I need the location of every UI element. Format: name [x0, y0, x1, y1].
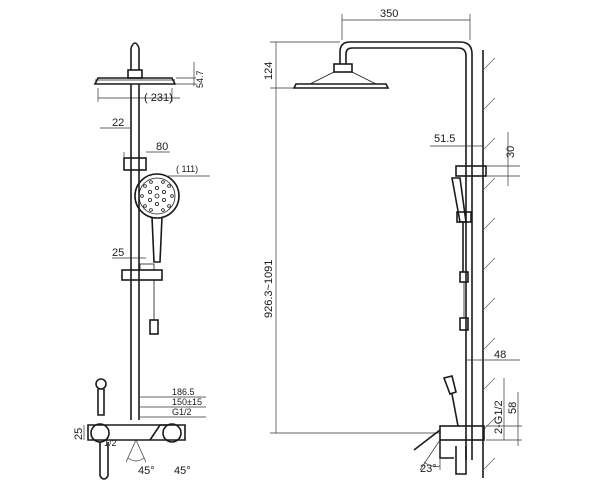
dim-g12-label: G1/2 — [172, 407, 192, 417]
top-pipe-cap — [130, 42, 140, 49]
dim-12-label: 1/2 — [104, 438, 117, 448]
hose-nut — [149, 319, 159, 335]
overhead-arm-inner — [345, 47, 467, 460]
dim-2g12-label: 2-G1/2 — [493, 400, 505, 434]
slide-holder-knob — [139, 263, 155, 271]
angle-45-right-label: 45° — [174, 465, 191, 477]
wall-hatching — [482, 57, 496, 471]
dim-22-label: 22 — [112, 117, 124, 129]
head-connector — [127, 69, 143, 79]
overhead-arm-outer — [339, 41, 473, 460]
side-wall-bracket — [455, 165, 487, 177]
dim-25-top-label: 25 — [112, 247, 124, 259]
lower-hose-end — [99, 475, 109, 480]
side-mixer-body — [439, 425, 485, 441]
hand-shower-bracket — [123, 157, 147, 171]
hand-shower-face — [138, 177, 176, 215]
side-view: 350 124 926.3~1091 51.5 30 — [263, 8, 522, 478]
dim-48-label: 48 — [494, 349, 506, 361]
side-hose-nut-lower — [459, 317, 469, 331]
side-head-connector — [333, 63, 353, 73]
dim-25-bottom-label: 25 — [73, 428, 85, 440]
front-view: 54.7 ( 231) 22 80 ( 11 — [73, 42, 210, 480]
dim-186-5-label: 186.5 — [172, 387, 195, 397]
hand-shower-head — [134, 173, 180, 219]
mixer-body — [87, 424, 186, 441]
angle-45-arc — [127, 457, 145, 462]
dim-350-label: 350 — [380, 8, 398, 20]
side-holder-clip — [456, 211, 472, 223]
bidet-spray-handle — [97, 389, 105, 416]
angle-45-left-ray — [125, 439, 137, 463]
angle-23-label: 23° — [420, 463, 437, 475]
side-hand-shower — [451, 177, 467, 223]
mixer-handle — [149, 424, 170, 441]
angle-23-arc — [423, 461, 441, 467]
side-bidet-spray — [442, 375, 457, 396]
side-spout — [439, 440, 454, 459]
hand-shower-nozzles — [140, 180, 174, 212]
dim-54-7-label: 54.7 — [195, 70, 205, 88]
angle-45-left-label: 45° — [138, 465, 155, 477]
side-mixer-lever — [413, 429, 441, 451]
side-lower-hose — [455, 446, 467, 475]
slide-holder — [121, 269, 163, 281]
side-head-neck — [309, 71, 377, 85]
bidet-spray-head — [95, 378, 107, 390]
angle-45-right-ray — [135, 439, 147, 463]
rain-shower-head — [93, 77, 177, 85]
dim-231-label: ( 231) — [144, 92, 173, 104]
dim-150-label: 150±15 — [172, 397, 202, 407]
dim-80-label: 80 — [156, 141, 168, 153]
dim-51-5-label: 51.5 — [434, 133, 455, 145]
mixer-right-inlet — [162, 423, 182, 443]
dim-124-label: 124 — [263, 62, 275, 80]
dim-height-label: 926.3~1091 — [263, 260, 275, 318]
dim-30-label: 30 — [505, 146, 517, 158]
dim-58-label: 58 — [507, 402, 519, 414]
dim-111-label: ( 111) — [176, 164, 198, 174]
side-rain-head — [292, 83, 390, 89]
side-bidet-handle — [451, 393, 459, 427]
hand-shower-handle — [151, 216, 163, 263]
angle-23-ray-a — [419, 439, 441, 471]
